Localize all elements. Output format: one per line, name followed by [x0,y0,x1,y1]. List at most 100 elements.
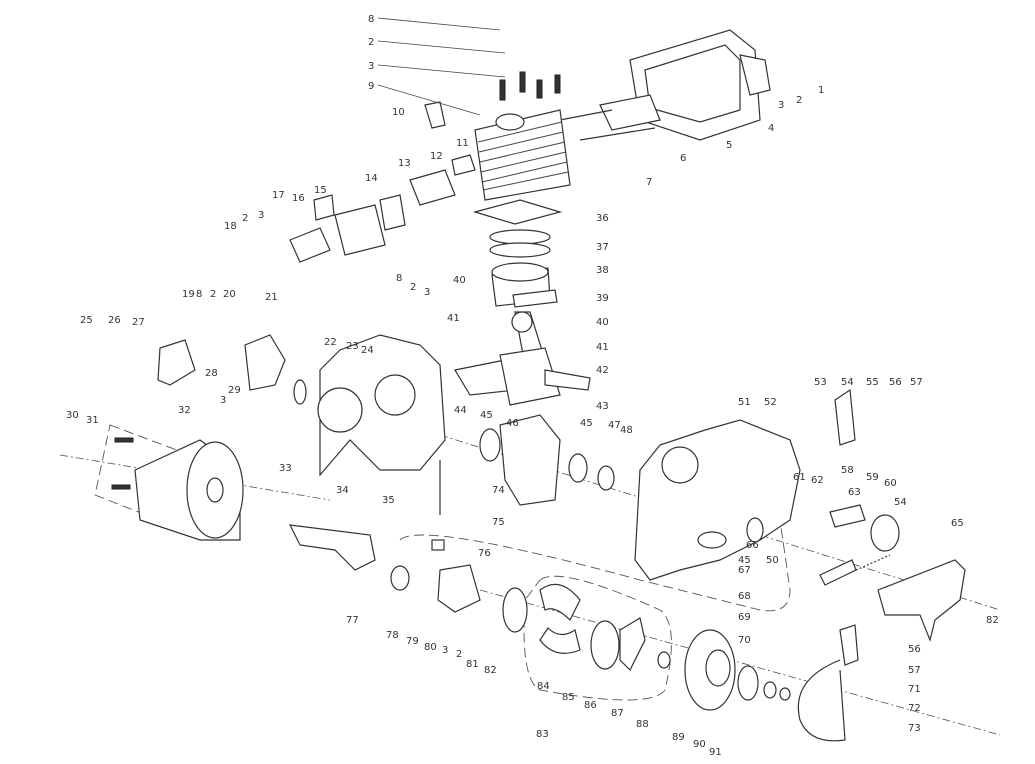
part-callout-44: 44 [454,405,467,416]
assembly-axis-clutch [479,589,1001,736]
circlip-47 [597,465,615,491]
part-callout-77: 77 [346,615,359,626]
part-callout-75: 75 [492,517,505,528]
part-callout-20: 20 [223,289,236,300]
leader-line [377,64,506,78]
part-callout-3: 3 [368,61,374,72]
part-callout-57: 57 [908,665,921,676]
piston-ring [489,229,551,245]
filter-base-17 [289,227,331,263]
part-callout-88: 88 [636,719,649,730]
seal-50 [746,517,764,543]
intake-manifold [409,169,456,206]
part-callout-82: 82 [986,615,999,626]
washer-82 [502,587,528,633]
part-callout-13: 13 [398,158,411,169]
lever-53 [834,388,856,446]
part-callout-23: 23 [346,341,359,352]
part-callout-2: 2 [210,289,216,300]
part-callout-74: 74 [492,485,505,496]
bearing-45b [568,453,588,483]
part-callout-62: 62 [811,475,824,486]
flywheel-pawl-bolts [114,437,134,443]
part-callout-2: 2 [242,213,248,224]
part-callout-79: 79 [406,636,419,647]
part-callout-5: 5 [726,140,732,151]
bushing-63 [829,504,866,528]
part-callout-24: 24 [361,345,374,356]
part-callout-6: 6 [680,153,686,164]
part-callout-63: 63 [848,487,861,498]
part-callout-73: 73 [908,723,921,734]
part-callout-57: 57 [910,377,923,388]
part-callout-47: 47 [608,420,621,431]
part-callout-12: 12 [430,151,443,162]
part-callout-10: 10 [392,107,405,118]
part-callout-78: 78 [386,630,399,641]
part-callout-90: 90 [693,739,706,750]
part-callout-27: 27 [132,317,145,328]
part-callout-3: 3 [220,395,226,406]
part-callout-40: 40 [453,275,466,286]
part-callout-33: 33 [279,463,292,474]
part-callout-25: 25 [80,315,93,326]
part-callout-89: 89 [672,732,685,743]
part-callout-50: 50 [766,555,779,566]
part-callout-52: 52 [764,397,777,408]
chain-brake-cover-69 [877,559,966,642]
sleeve-67 [819,559,857,586]
part-callout-91: 91 [709,747,722,758]
chain-guard-77 [288,524,376,571]
part-callout-48: 48 [620,425,633,436]
bearing-45 [479,428,501,462]
carburetor [334,204,386,256]
part-callout-19: 19 [182,289,195,300]
part-callout-32: 32 [178,405,191,416]
part-callout-65: 65 [951,518,964,529]
part-callout-85: 85 [562,692,575,703]
part-callout-54: 54 [894,497,907,508]
spacer-13 [379,194,406,231]
pulse-line-15 [313,194,335,221]
leader-lines [377,17,506,116]
part-callout-56: 56 [908,644,921,655]
part-callout-3: 3 [258,210,264,221]
part-callout-84: 84 [537,681,550,692]
cylinder [474,109,571,201]
part-callout-2: 2 [796,95,802,106]
part-callout-83: 83 [536,729,549,740]
part-callout-81: 81 [466,659,479,670]
part-callout-45: 45 [580,418,593,429]
cylinder-bolts [499,79,506,101]
part-callout-60: 60 [884,478,897,489]
part-callout-8: 8 [368,14,374,25]
part-callout-1: 1 [818,85,824,96]
clutch-spring-85 [590,620,620,670]
part-callout-66: 66 [746,540,759,551]
part-callout-76: 76 [478,548,491,559]
part-callout-43: 43 [596,401,609,412]
part-callout-3: 3 [778,100,784,111]
part-callout-70: 70 [738,635,751,646]
rim-sprocket-89 [737,665,759,701]
part-callout-71: 71 [908,684,921,695]
part-callout-69: 69 [738,612,751,623]
part-callout-51: 51 [738,397,751,408]
part-callout-2: 2 [368,37,374,48]
leader-line [377,40,506,54]
part-callout-45: 45 [738,555,751,566]
part-callout-54: 54 [841,377,854,388]
part-callout-34: 34 [336,485,349,496]
part-callout-67: 67 [738,565,751,576]
part-callout-30: 30 [66,410,79,421]
part-callout-11: 11 [456,138,469,149]
piston-pin [512,289,558,308]
crankcase-half-left [317,334,446,477]
part-callout-2: 2 [456,649,462,660]
part-callout-28: 28 [205,368,218,379]
part-callout-2: 2 [410,282,416,293]
part-callout-35: 35 [382,495,395,506]
part-callout-72: 72 [908,703,921,714]
